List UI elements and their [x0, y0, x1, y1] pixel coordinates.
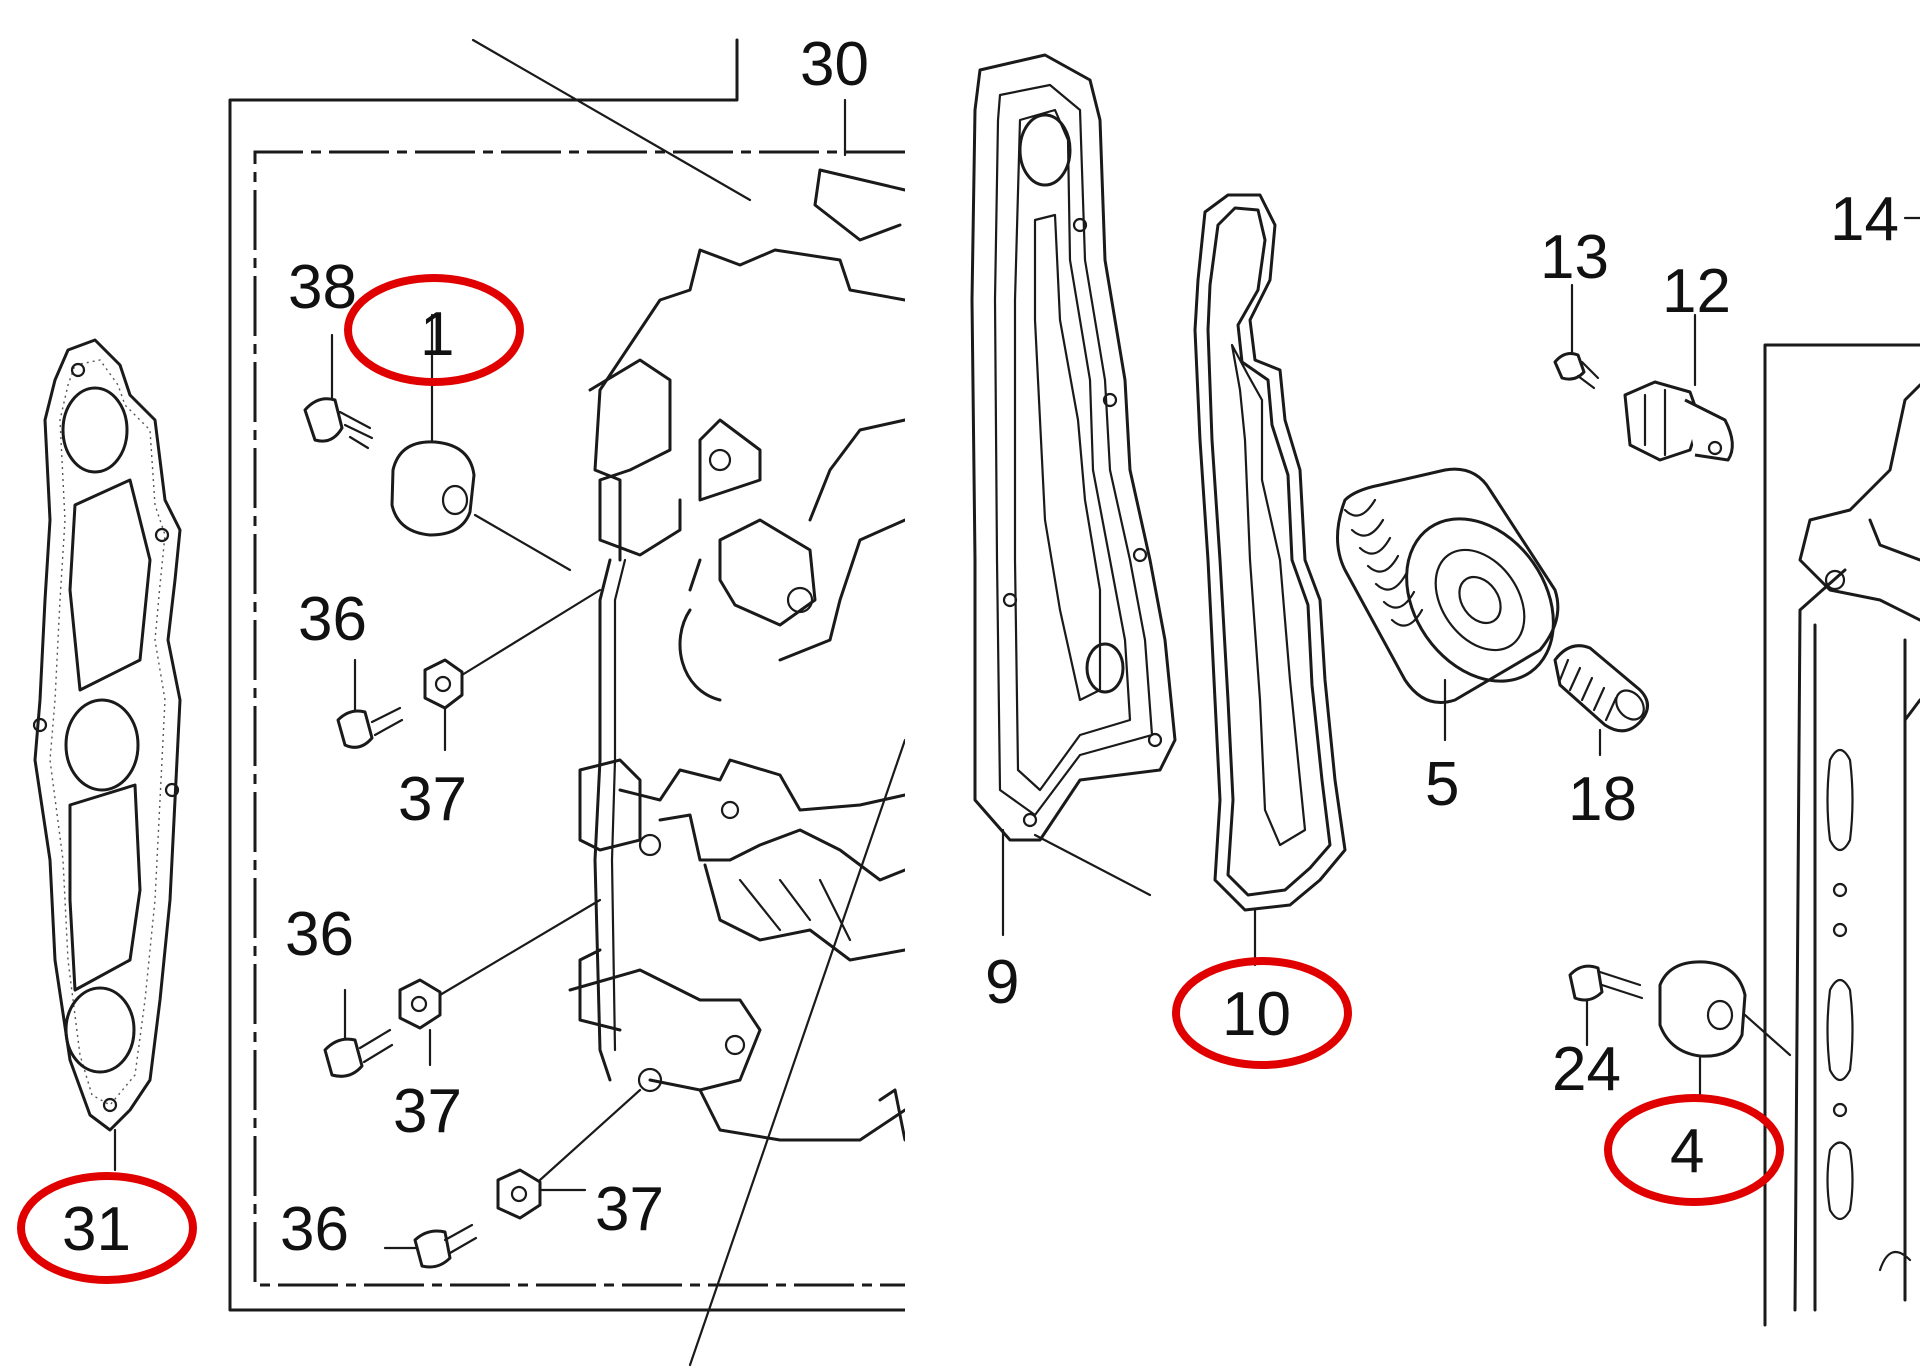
bolt-36-a [336, 658, 404, 749]
label-18: 18 [1568, 765, 1637, 834]
label-10: 10 [1222, 980, 1291, 1049]
engine-block-14 [1763, 216, 1920, 1327]
gasket-10 [1193, 193, 1347, 967]
highlight-ring-1 [344, 274, 524, 386]
label-13: 13 [1540, 223, 1609, 292]
bolt-36-c [383, 1223, 478, 1269]
label-36-a: 36 [298, 585, 367, 654]
leader-line [688, 738, 907, 1367]
highlight-rings [17, 274, 1784, 1284]
gasket-9 [970, 53, 1177, 937]
label-36-c: 36 [280, 1195, 349, 1264]
label-24: 24 [1552, 1035, 1621, 1104]
label-9: 9 [985, 948, 1019, 1017]
bolt-13 [1553, 283, 1600, 390]
bolt-38 [303, 333, 374, 450]
spacer-1 [390, 313, 572, 572]
label-14: 14 [1830, 185, 1899, 254]
left-panel [32, 38, 907, 1367]
spacer-4 [1658, 960, 1792, 1102]
engine-block [568, 168, 907, 1142]
outer-frame [228, 38, 907, 1312]
label-5: 5 [1425, 750, 1459, 819]
label-36-b: 36 [285, 900, 354, 969]
part-labels: 30 38 1 36 37 36 37 36 37 31 9 10 13 12 … [62, 30, 1899, 1264]
label-38: 38 [288, 253, 357, 322]
gasket-31 [32, 338, 182, 1172]
bolt-36-b [323, 988, 394, 1078]
leader-line [471, 38, 752, 202]
inner-dashed-frame [253, 150, 905, 1287]
nut-37-a [423, 588, 602, 752]
label-37-c: 37 [595, 1175, 664, 1244]
label-12: 12 [1662, 257, 1731, 326]
nut-37-c [496, 1088, 642, 1220]
oil-filter-5 [1336, 467, 1560, 742]
nut-37-b [398, 898, 602, 1067]
highlight-ring-10 [1172, 957, 1352, 1069]
highlight-ring-4 [1604, 1094, 1784, 1206]
bolt-24 [1568, 964, 1644, 1047]
stud-18 [1553, 644, 1649, 757]
label-31: 31 [62, 1195, 131, 1264]
panel-gap [905, 0, 975, 1369]
label-1: 1 [420, 300, 454, 369]
label-37-a: 37 [398, 765, 467, 834]
label-30: 30 [800, 30, 869, 99]
label-37-b: 37 [393, 1077, 462, 1146]
oil-pressure-switch-12 [1623, 313, 1734, 462]
right-panel [970, 53, 1920, 1327]
highlight-ring-31 [17, 1172, 197, 1284]
label-4: 4 [1670, 1117, 1704, 1186]
